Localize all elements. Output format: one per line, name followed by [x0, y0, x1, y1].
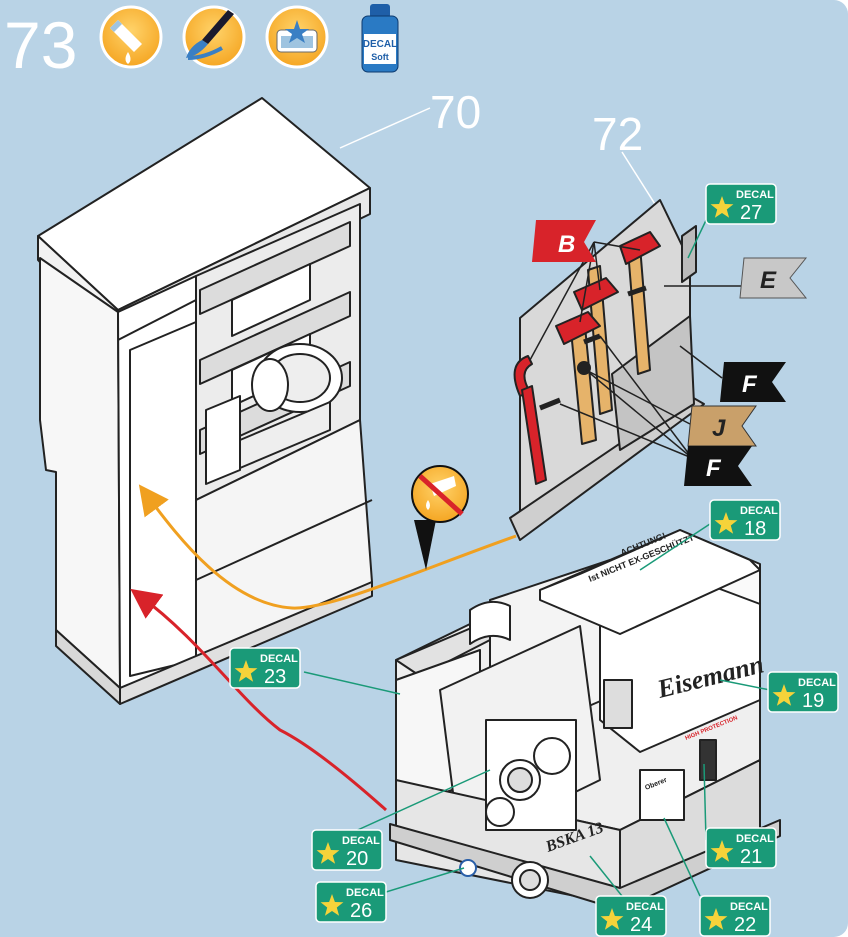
svg-text:E: E [760, 267, 777, 294]
decal-label: DECAL [798, 677, 836, 689]
svg-text:B: B [558, 231, 575, 258]
part-number-70: 70 [430, 86, 481, 138]
decal-number: 24 [630, 914, 652, 936]
decal-label: DECAL [736, 833, 774, 845]
no-glue-icon [412, 466, 468, 570]
svg-text:F: F [742, 371, 758, 398]
flag-j: J [688, 406, 756, 446]
decal-number: 19 [802, 690, 824, 712]
paint-brush-icon [184, 7, 244, 67]
decal-number: 23 [264, 666, 286, 688]
decal-number: 20 [346, 848, 368, 870]
decal-number: 22 [734, 914, 756, 936]
decal-soft-bottle-icon: DECAL Soft [362, 4, 398, 72]
svg-text:F: F [706, 455, 722, 482]
flag-f-bottom: F [684, 446, 752, 486]
part-number-72: 72 [592, 108, 643, 160]
decal-label: DECAL [730, 901, 768, 913]
svg-text:J: J [712, 415, 726, 442]
decal-number: 21 [740, 846, 762, 868]
glue-drop-icon [101, 7, 161, 67]
decal-number: 26 [350, 900, 372, 922]
decal-water-icon [267, 7, 327, 67]
decal-label: DECAL [740, 505, 778, 517]
step-number: 73 [4, 8, 77, 82]
decal-number: 18 [744, 518, 766, 540]
decal-label: DECAL [736, 189, 774, 201]
decal-label: DECAL [342, 835, 380, 847]
bottle-label-bottom: Soft [371, 52, 389, 62]
cabinet-drawing [38, 98, 372, 704]
flag-f-top: F [720, 362, 786, 402]
flag-b: B [532, 220, 596, 262]
bottle-label-top: DECAL [363, 39, 397, 50]
flag-e: E [740, 258, 806, 298]
decal-label: DECAL [626, 901, 664, 913]
decal-label: DECAL [260, 653, 298, 665]
decal-label: DECAL [346, 887, 384, 899]
decal-number: 27 [740, 202, 762, 224]
